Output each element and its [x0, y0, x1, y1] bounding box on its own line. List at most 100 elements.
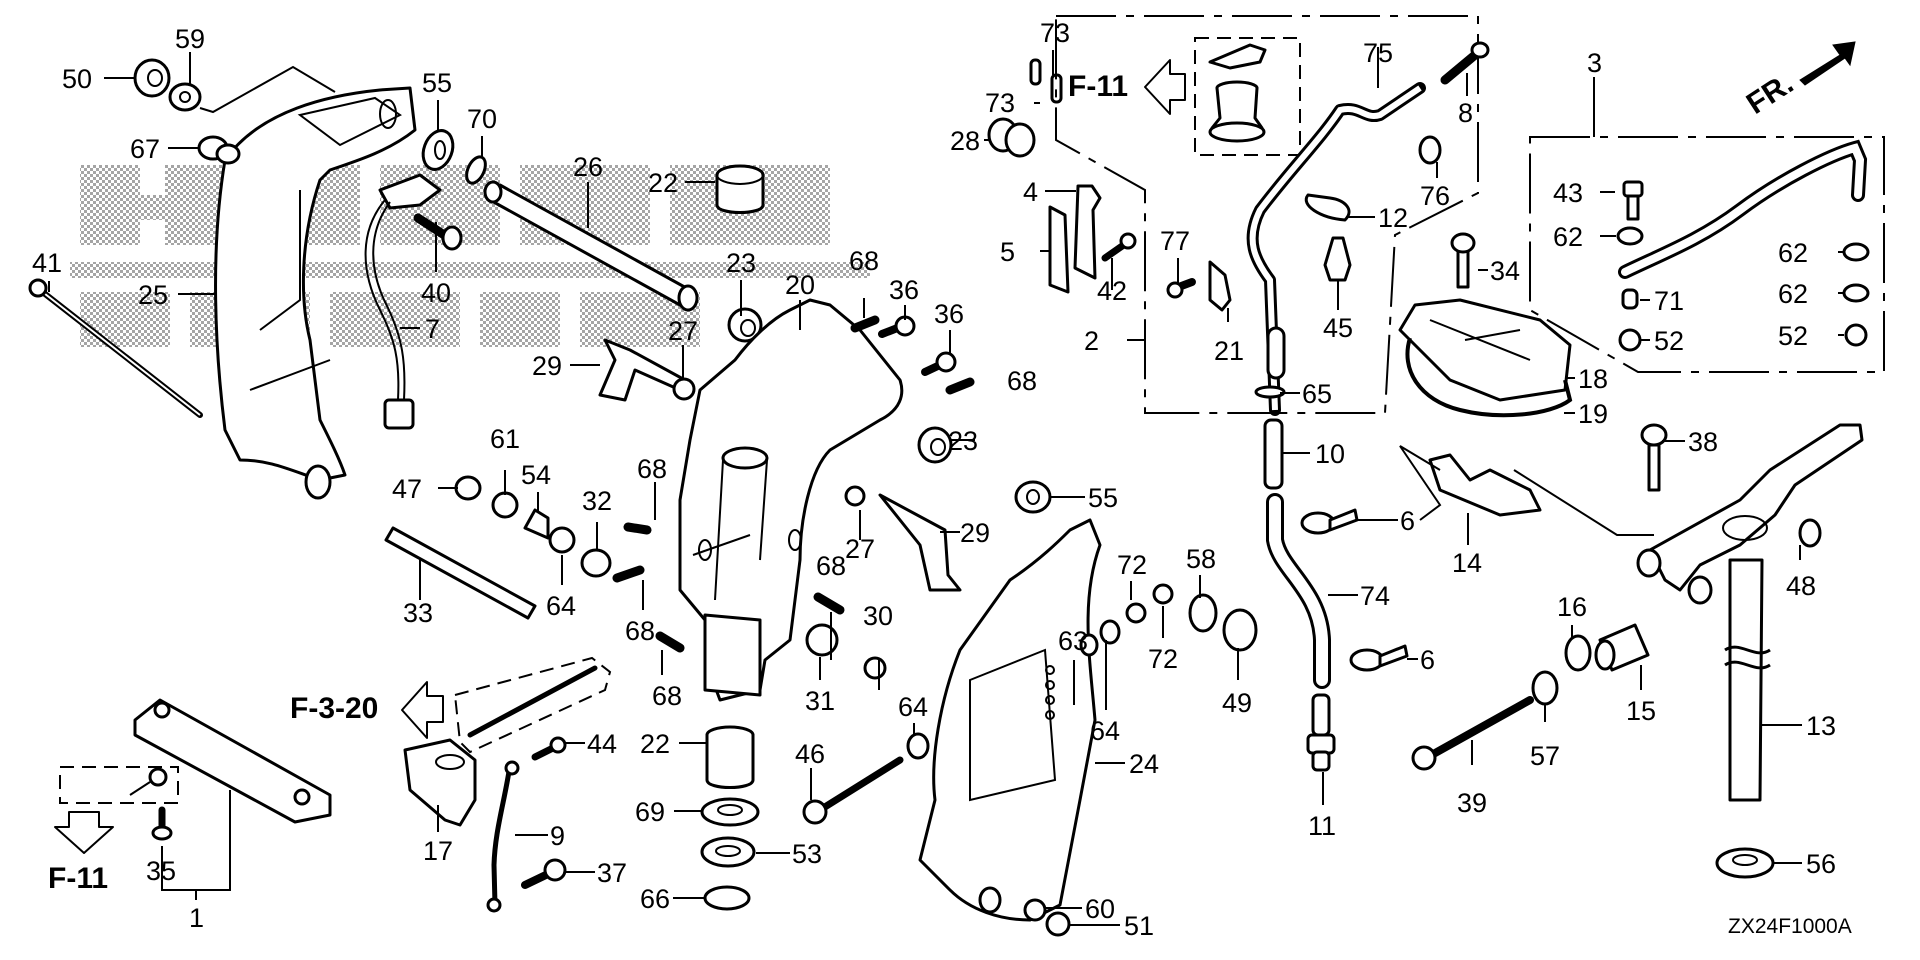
- part-37-bolt[interactable]: [521, 858, 567, 889]
- part-62-washer-b[interactable]: [1842, 242, 1870, 262]
- part-61-washer[interactable]: [491, 491, 519, 519]
- part-26-tilt-shaft[interactable]: [483, 180, 699, 312]
- part-6-clamp-b[interactable]: [1349, 644, 1409, 672]
- part-43-bolt[interactable]: [1622, 180, 1644, 221]
- part-42-screw[interactable]: [1101, 232, 1137, 262]
- part-41-bolt[interactable]: [28, 278, 203, 418]
- part-34-bolt[interactable]: [1450, 232, 1476, 289]
- part-50-nut[interactable]: [133, 58, 171, 98]
- reference-f11-top[interactable]: F-11: [1068, 59, 1186, 115]
- part-59-washer[interactable]: [168, 82, 202, 112]
- part-56-seal[interactable]: [1715, 847, 1775, 879]
- part-33-shaft[interactable]: [384, 526, 537, 620]
- part-51-nut[interactable]: [1045, 911, 1071, 937]
- part-58-washer[interactable]: [1188, 593, 1218, 633]
- part-68-stud-a[interactable]: [850, 315, 880, 333]
- part-23-bushing-b[interactable]: [917, 426, 953, 464]
- ref-label[interactable]: F-11: [1068, 70, 1128, 103]
- part-17-holder[interactable]: [403, 738, 477, 827]
- part-67-nut[interactable]: [197, 135, 241, 165]
- arrow-left-outline-icon[interactable]: [1144, 59, 1186, 115]
- part-64-washer-b[interactable]: [1099, 619, 1121, 645]
- part-13-steering-arm[interactable]: [1636, 423, 1864, 802]
- part-62-washer-c[interactable]: [1842, 283, 1870, 303]
- part-73-pin-a[interactable]: [1029, 58, 1042, 86]
- part-24-stern-bracket[interactable]: [918, 518, 1102, 922]
- part-62-washer-a[interactable]: [1616, 226, 1644, 246]
- part-18-cover[interactable]: [1398, 298, 1572, 402]
- part-38-bolt[interactable]: [1640, 423, 1668, 492]
- part-4-bracket[interactable]: [1073, 184, 1102, 280]
- part-22-bushing-b[interactable]: [705, 725, 755, 789]
- ref-label[interactable]: F-3-20: [290, 692, 378, 725]
- part-35-screw[interactable]: [151, 806, 173, 841]
- part-65-clip[interactable]: [1254, 385, 1286, 399]
- part-52-nut-a[interactable]: [1618, 328, 1642, 352]
- part-55-washer[interactable]: [418, 126, 458, 173]
- part-54-nut[interactable]: [523, 508, 550, 540]
- part-46-bolt[interactable]: [802, 756, 904, 825]
- part-47-nut[interactable]: [454, 475, 482, 501]
- part-27-screw-b[interactable]: [844, 485, 866, 507]
- part-77-screw[interactable]: [1166, 278, 1196, 299]
- part-9-ground-cable[interactable]: [486, 760, 520, 913]
- part-68-stud-f[interactable]: [655, 631, 685, 653]
- part-64-washer-c[interactable]: [906, 732, 930, 760]
- part-57-washer[interactable]: [1531, 670, 1559, 706]
- part-36-bolt-a[interactable]: [878, 315, 916, 338]
- part-36-bolt-b[interactable]: [921, 351, 957, 376]
- part-68-stud-d[interactable]: [612, 565, 645, 583]
- part-55-washer-b[interactable]: [1014, 480, 1052, 514]
- reference-f11-bottom[interactable]: F-11: [48, 811, 114, 895]
- part-7-trim-sensor[interactable]: [364, 173, 442, 430]
- part-10-joint[interactable]: [1263, 418, 1284, 490]
- part-29-tilt-lock-b[interactable]: [878, 493, 962, 592]
- part-45-clip[interactable]: [1323, 236, 1352, 282]
- part-8-fitting[interactable]: [1440, 41, 1490, 85]
- arrow-down-outline-icon[interactable]: [54, 811, 114, 854]
- part-74-hose[interactable]: [1266, 493, 1331, 689]
- part-3-rod[interactable]: [1618, 139, 1868, 279]
- part-12-clamp[interactable]: [1304, 193, 1351, 222]
- part-32-bushing[interactable]: [580, 548, 612, 578]
- part-75-hose[interactable]: [1246, 82, 1426, 416]
- reference-f3-20[interactable]: F-3-20: [290, 681, 444, 739]
- part-19-gasket[interactable]: [1405, 337, 1573, 418]
- part-52-nut-b[interactable]: [1844, 323, 1868, 347]
- part-16-washer[interactable]: [1564, 634, 1592, 672]
- part-22-bushing[interactable]: [715, 164, 765, 214]
- part-68-stud-b[interactable]: [945, 377, 975, 395]
- part-27-screw-a[interactable]: [672, 377, 696, 401]
- part-39-bolt[interactable]: [1411, 696, 1534, 771]
- part-48-bushing[interactable]: [1798, 518, 1822, 548]
- part-44-screw[interactable]: [531, 736, 567, 761]
- part-63-washer[interactable]: [1079, 633, 1099, 657]
- part-71-collar[interactable]: [1621, 288, 1639, 310]
- part-72-nut-b[interactable]: [1152, 583, 1174, 605]
- part-15-bushing[interactable]: [1594, 623, 1650, 672]
- part-23-bushing-a[interactable]: [727, 307, 763, 343]
- part-72-nut-a[interactable]: [1125, 602, 1147, 624]
- part-68-stud-e[interactable]: [813, 592, 845, 615]
- part-5-plate[interactable]: [1048, 205, 1070, 294]
- part-76-clip[interactable]: [1418, 135, 1442, 165]
- part-6-clamp-a[interactable]: [1300, 508, 1359, 535]
- part-49-nut[interactable]: [1222, 608, 1258, 652]
- arrow-left-outline-icon[interactable]: [401, 681, 444, 739]
- part-69-seal[interactable]: [700, 797, 760, 827]
- part-68-stud-c[interactable]: [623, 522, 652, 535]
- part-64-washer-a[interactable]: [548, 526, 576, 554]
- part-11-fitting[interactable]: [1306, 693, 1336, 772]
- part-21-clamp[interactable]: [1208, 260, 1232, 312]
- part-28-collar[interactable]: [987, 117, 1036, 158]
- part-25-stern-bracket[interactable]: [214, 86, 417, 500]
- part-29-tilt-lock-a[interactable]: [598, 338, 687, 402]
- part-53-plate[interactable]: [700, 836, 756, 868]
- part-66-clip[interactable]: [703, 885, 751, 911]
- part-60-washer[interactable]: [1023, 898, 1047, 922]
- ref-label[interactable]: F-11: [48, 862, 108, 895]
- part-14-clamp[interactable]: [1428, 453, 1542, 517]
- part-31-washer[interactable]: [805, 623, 839, 657]
- part-1-anode[interactable]: [133, 698, 332, 824]
- part-30-bolt[interactable]: [863, 656, 887, 680]
